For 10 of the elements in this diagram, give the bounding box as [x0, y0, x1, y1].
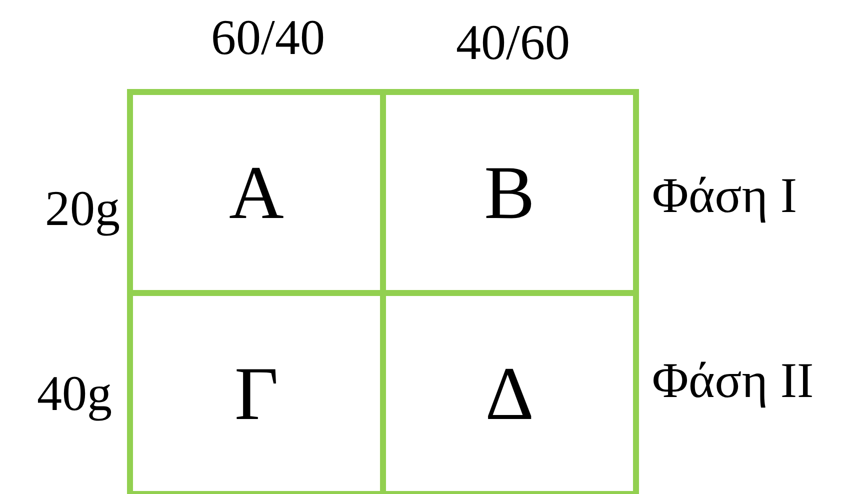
- axis-label: 40/60: [456, 14, 570, 70]
- cell-letter: Δ: [485, 356, 534, 432]
- axis-label: 40g: [37, 365, 112, 421]
- axis-label: 60/40: [211, 9, 325, 65]
- axis-label: Φάση I: [652, 167, 797, 223]
- axis-label: 20g: [45, 180, 120, 236]
- cell-letter: Γ: [234, 356, 278, 432]
- axis-label: Φάση II: [652, 352, 814, 408]
- cell-letter: B: [484, 154, 535, 230]
- cell-letter: A: [229, 154, 284, 230]
